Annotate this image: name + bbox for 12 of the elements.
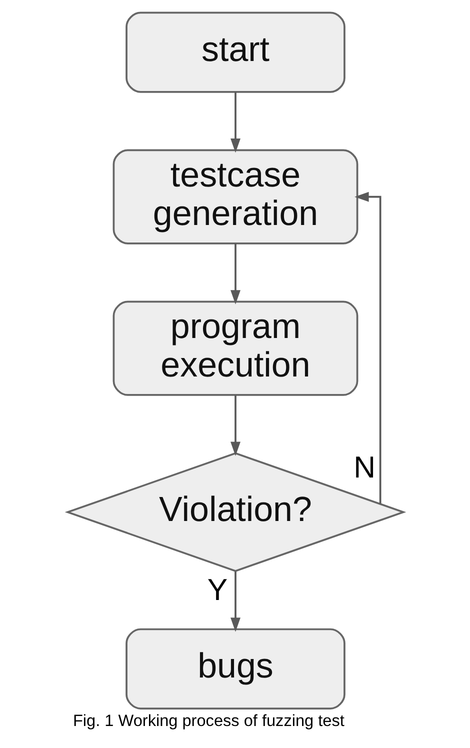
node-box: testcase generation [112,149,358,244]
edge-label: Y [206,574,228,608]
arrow [230,92,240,153]
arrow [230,571,240,632]
arrow [354,192,381,504]
arrow [230,244,240,304]
edge-label: N [353,452,376,485]
node-box: program execution [112,300,358,396]
caption: Fig. 1 Working process of fuzzing test [72,712,344,730]
node-box: bugs [125,628,345,710]
node-box: start [125,12,345,93]
arrow [230,395,240,456]
